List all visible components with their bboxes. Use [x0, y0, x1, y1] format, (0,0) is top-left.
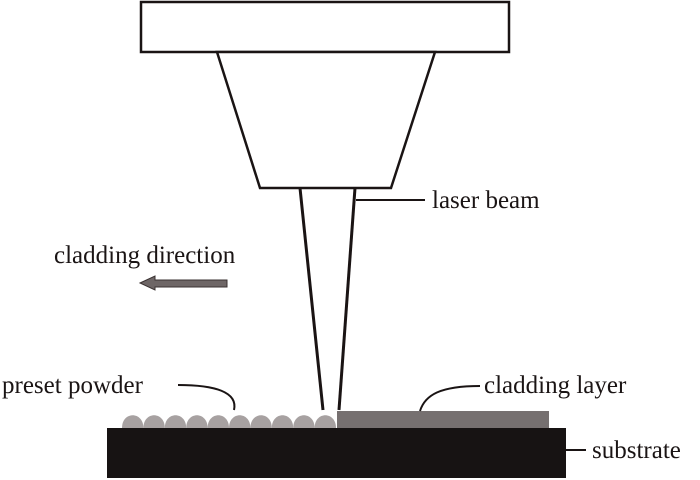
label-cladding-direction: cladding direction: [54, 242, 236, 269]
powder-particle: [143, 415, 165, 428]
powder-particle: [250, 415, 272, 428]
label-cladding-layer: cladding layer: [484, 372, 627, 399]
powder-particle: [314, 415, 336, 428]
label-substrate: substrate: [592, 437, 681, 464]
nozzle: [215, 50, 437, 190]
laser-head: [139, 0, 511, 54]
powder-particle: [122, 415, 144, 428]
label-laser-beam: laser beam: [432, 187, 540, 214]
substrate: [107, 428, 566, 478]
cladding-layer: [337, 411, 549, 428]
powder-particle: [207, 415, 229, 428]
preset-powder: [122, 415, 336, 428]
powder-particle: [271, 415, 294, 428]
cladding-layer-leader: [419, 385, 481, 412]
direction-arrow-icon: [138, 275, 228, 291]
powder-particle: [164, 415, 187, 428]
laser-beam-right-edge: [337, 187, 357, 411]
label-preset-powder: preset powder: [2, 372, 144, 399]
laser-beam-left-edge: [298, 187, 325, 411]
powder-particle: [293, 415, 315, 428]
preset-powder-leader: [177, 384, 236, 411]
powder-particle: [186, 415, 208, 428]
powder-particle: [229, 415, 251, 428]
